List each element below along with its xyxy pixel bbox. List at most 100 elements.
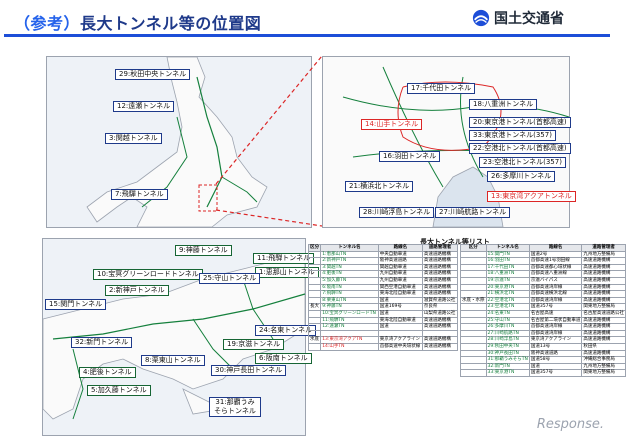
mlit-logo: 国土交通省 xyxy=(472,8,564,28)
table-cell: 国道 xyxy=(377,323,423,331)
table-cell: 関西空港自動車道 xyxy=(377,283,423,292)
table-cell: 国道169号 xyxy=(377,303,423,311)
table-cell xyxy=(460,323,487,331)
table-cell: 国道 xyxy=(377,296,423,305)
map-label: 2:新神戸トンネル xyxy=(105,285,169,296)
map-label: 19:京滋トンネル xyxy=(223,339,285,350)
table-cell: 27:川崎航路TN xyxy=(485,329,530,338)
table-cell: 高速道路機構 xyxy=(421,283,459,292)
table-cell: 16:羽田TN xyxy=(485,257,530,265)
table-cell: 28:川崎浮島TN xyxy=(485,336,530,344)
table-cell xyxy=(460,263,487,272)
table-cell xyxy=(460,290,487,298)
table-cell: 高速道路機構 xyxy=(421,336,459,344)
map-label: 18:八重洲トンネル xyxy=(469,99,538,110)
page-title: （参考）長大トンネル等の位置図 xyxy=(14,10,261,34)
map-label: 32:新門トンネル xyxy=(71,337,133,348)
map-label: 17:千代田トンネル xyxy=(407,83,476,94)
table-cell: 32:新門TN xyxy=(485,362,530,371)
table-cell xyxy=(307,309,322,318)
map-label: 30:神戸長田トンネル xyxy=(211,365,287,376)
map-label: 12:遠瀬トンネル xyxy=(113,101,175,112)
table-cell: 26:多摩川TN xyxy=(485,323,530,331)
table-header-cell: 道路管理者 xyxy=(421,244,459,252)
table-cell: 阪神高速道路 xyxy=(377,257,423,265)
table-cell: 山梨県道路公社 xyxy=(421,309,459,318)
table-cell: 高速道路機構 xyxy=(421,263,459,272)
table-cell: 首都高速横浜北線 xyxy=(528,290,583,298)
table-cell: 秋田県 xyxy=(581,342,626,351)
table-cell: 25:守山TN xyxy=(485,316,530,325)
table-cell: 17:千代田TN xyxy=(485,263,530,272)
table-cell: 9:神藤TN xyxy=(320,303,379,311)
table-cell: 名古屋第二環状自動車道 xyxy=(528,316,583,325)
table-cell: 高速道路機構 xyxy=(581,349,626,358)
map-label-highlight: 14:山手トンネル xyxy=(361,119,423,130)
table-cell: 高速道路機構 xyxy=(421,316,459,325)
map-label: 8:栗東山トンネル xyxy=(141,355,205,366)
map-label: 28:川崎浮島トンネル xyxy=(359,207,435,218)
table-cell: 高速道路機構 xyxy=(421,323,459,331)
table-cell: 高速道路機構 xyxy=(421,276,459,285)
map-japan-overview: 29:秋田中央トンネル 12:遠瀬トンネル 3:関越トンネル 7:飛驒トンネル xyxy=(46,56,312,228)
table-cell xyxy=(460,276,487,285)
table-cell: 14:山手TN xyxy=(320,342,379,351)
table-cell xyxy=(460,369,487,377)
map-label: 25:守山トンネル xyxy=(199,273,261,284)
table-cell xyxy=(460,342,487,351)
table-cell: 高速道路機構 xyxy=(581,336,626,344)
map-label: 6:阪南トンネル xyxy=(255,353,312,364)
table-cell: 高速道路機構 xyxy=(581,290,626,298)
map-label: 5:加久藤トンネル xyxy=(87,385,151,396)
table-cell: 31:那覇うみそらTN xyxy=(485,356,530,364)
map-label: 10:宝冥グリーンロードトンネル xyxy=(93,269,203,280)
title-main: 長大トンネル等の位置図 xyxy=(80,14,262,33)
table-cell xyxy=(307,296,322,305)
table-cell: 24:名東TN xyxy=(485,309,530,318)
map-tokyo-bay-detail: 17:千代田トンネル 18:八重洲トンネル 14:山手トンネル 20:東京港トン… xyxy=(322,56,576,228)
table-cell: 名古屋高速 xyxy=(528,309,583,318)
table-cell: 国道 xyxy=(528,362,583,371)
table-cell: 29:秋田中央TN xyxy=(485,342,530,351)
table-cell xyxy=(460,270,487,278)
table-cell: 首都高速湾岸線 xyxy=(528,329,583,338)
table-cell: 高速道路機構 xyxy=(421,250,459,259)
table-header-cell: 路線名 xyxy=(528,244,583,252)
table-header-cell: 区分 xyxy=(307,244,322,252)
japan-land-map xyxy=(47,56,311,228)
table-cell: 九州地方整備局 xyxy=(581,362,626,371)
table-cell: 高速道路機構 xyxy=(421,342,459,351)
table-cell: 高速道路機構 xyxy=(581,329,626,338)
logo-text: 国土交通省 xyxy=(494,11,564,27)
table-cell: 高速道路機構 xyxy=(581,296,626,305)
table-cell xyxy=(320,329,379,338)
table-cell xyxy=(307,329,322,338)
table-row xyxy=(307,329,459,338)
table-cell: 水底・水際 xyxy=(460,296,487,305)
table-cell: 東京湾アクアライン xyxy=(528,336,583,344)
map-label: 27:川崎航路トンネル xyxy=(435,207,511,218)
table-cell: 12:遠瀬TN xyxy=(320,323,379,331)
table-cell xyxy=(307,250,322,259)
map-label: 31:那覇うみそらトンネル xyxy=(209,397,261,417)
table-cell xyxy=(460,356,487,364)
table-cell: 高速道路機構 xyxy=(581,276,626,285)
table-cell xyxy=(460,283,487,292)
table-header-cell: トンネル名 xyxy=(485,244,530,252)
table-cell: 3:関越TN xyxy=(320,263,379,272)
map-label: 20:東京港トンネル(首都高速) xyxy=(469,117,571,128)
